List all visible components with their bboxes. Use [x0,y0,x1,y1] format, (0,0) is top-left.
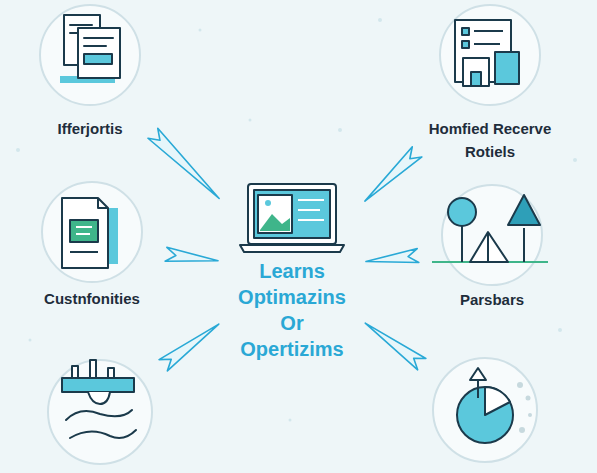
node-circle [438,3,542,107]
node-circle [38,3,142,107]
node-label: Custnfonities [22,287,162,310]
node-label: Parsbars [422,288,562,311]
node-circle [46,358,154,466]
icon-circle-node [40,358,160,466]
icon-circle-node [425,356,545,464]
flow-arrow [159,324,219,371]
circle-outline [440,5,540,105]
circle-outline [48,360,152,464]
circle-outline [42,182,142,282]
circle-outline [442,185,542,285]
clipboard-building-icon [455,20,519,86]
flow-arrow [365,147,422,201]
icon-space [222,178,362,258]
node-circle [431,356,539,464]
pie-chart-icon [457,368,532,443]
circle-outline [40,5,140,105]
laptop-icon [240,184,344,252]
icon-circle-node: Parsbars [422,183,562,311]
icon-circle-node: Homfied Recerve Rotiels [420,3,560,163]
flow-arrow [366,249,419,263]
node-label: Homfied Recerve Rotiels [420,117,560,163]
node-circle [40,180,144,284]
camping-icon [432,195,548,262]
document-icon [62,198,118,268]
icon-circle-node: Custnfonities [22,180,162,310]
chart-hand-icon [62,360,136,438]
documents-icon [60,15,120,83]
circle-outline [433,358,537,462]
flow-arrow [365,323,426,370]
flow-arrow [148,128,219,198]
flow-arrow [165,247,218,261]
node-label: Ifferjortis [30,117,150,140]
central-label: Learns Optimazins Or Opertizims [230,258,355,362]
central-node: Learns Optimazins Or Opertizims [222,178,362,362]
node-circle [440,183,544,287]
icon-circle-node: Ifferjortis [30,3,150,140]
